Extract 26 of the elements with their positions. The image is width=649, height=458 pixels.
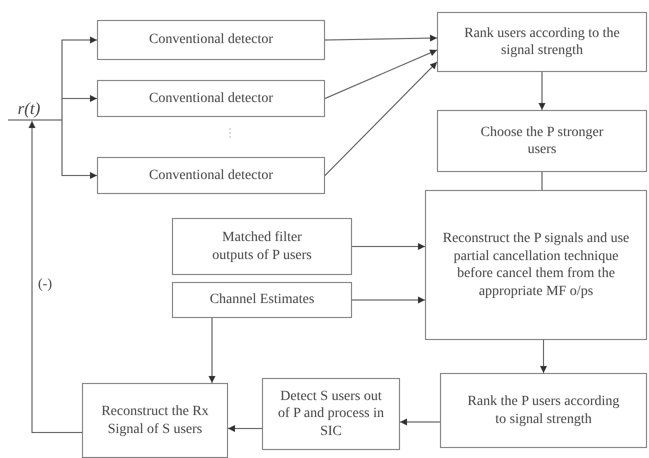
process-box: Choose the P stronger users: [437, 110, 647, 172]
process-box: Conventional detector: [97, 80, 325, 117]
process-box: Conventional detector: [97, 157, 325, 194]
process-box: Channel Estimates: [172, 282, 352, 318]
sign-label: (-): [38, 277, 52, 293]
arrow: [324, 62, 438, 176]
arrow: [324, 50, 438, 99]
process-box: Conventional detector: [97, 20, 325, 60]
arrow: [28, 120, 82, 433]
arrow: [352, 243, 426, 250]
arrow: [352, 296, 426, 304]
arrow: [62, 95, 98, 120]
arrow: [228, 425, 262, 432]
process-box: Matched filter outputs of P users: [172, 218, 352, 275]
process-box: Reconstruct the P signals and use partial cancellation technique before cancel them from the appropriate MF o/ps: [425, 190, 647, 340]
arrow: [324, 34, 438, 42]
arrow: [540, 340, 547, 374]
process-box: Rank the P users according to signal strength: [440, 373, 647, 448]
signal-label: r(t): [8, 98, 50, 120]
arrow: [208, 318, 216, 384]
arrow: [400, 418, 440, 426]
process-box: Detect S users out of P and process in SIC: [262, 378, 400, 450]
arrow: [62, 120, 98, 179]
process-box: Reconstruct the Rx Signal of S users: [82, 383, 228, 458]
process-box: Rank users according to the signal strength: [437, 12, 647, 72]
arrow: [538, 72, 546, 110]
